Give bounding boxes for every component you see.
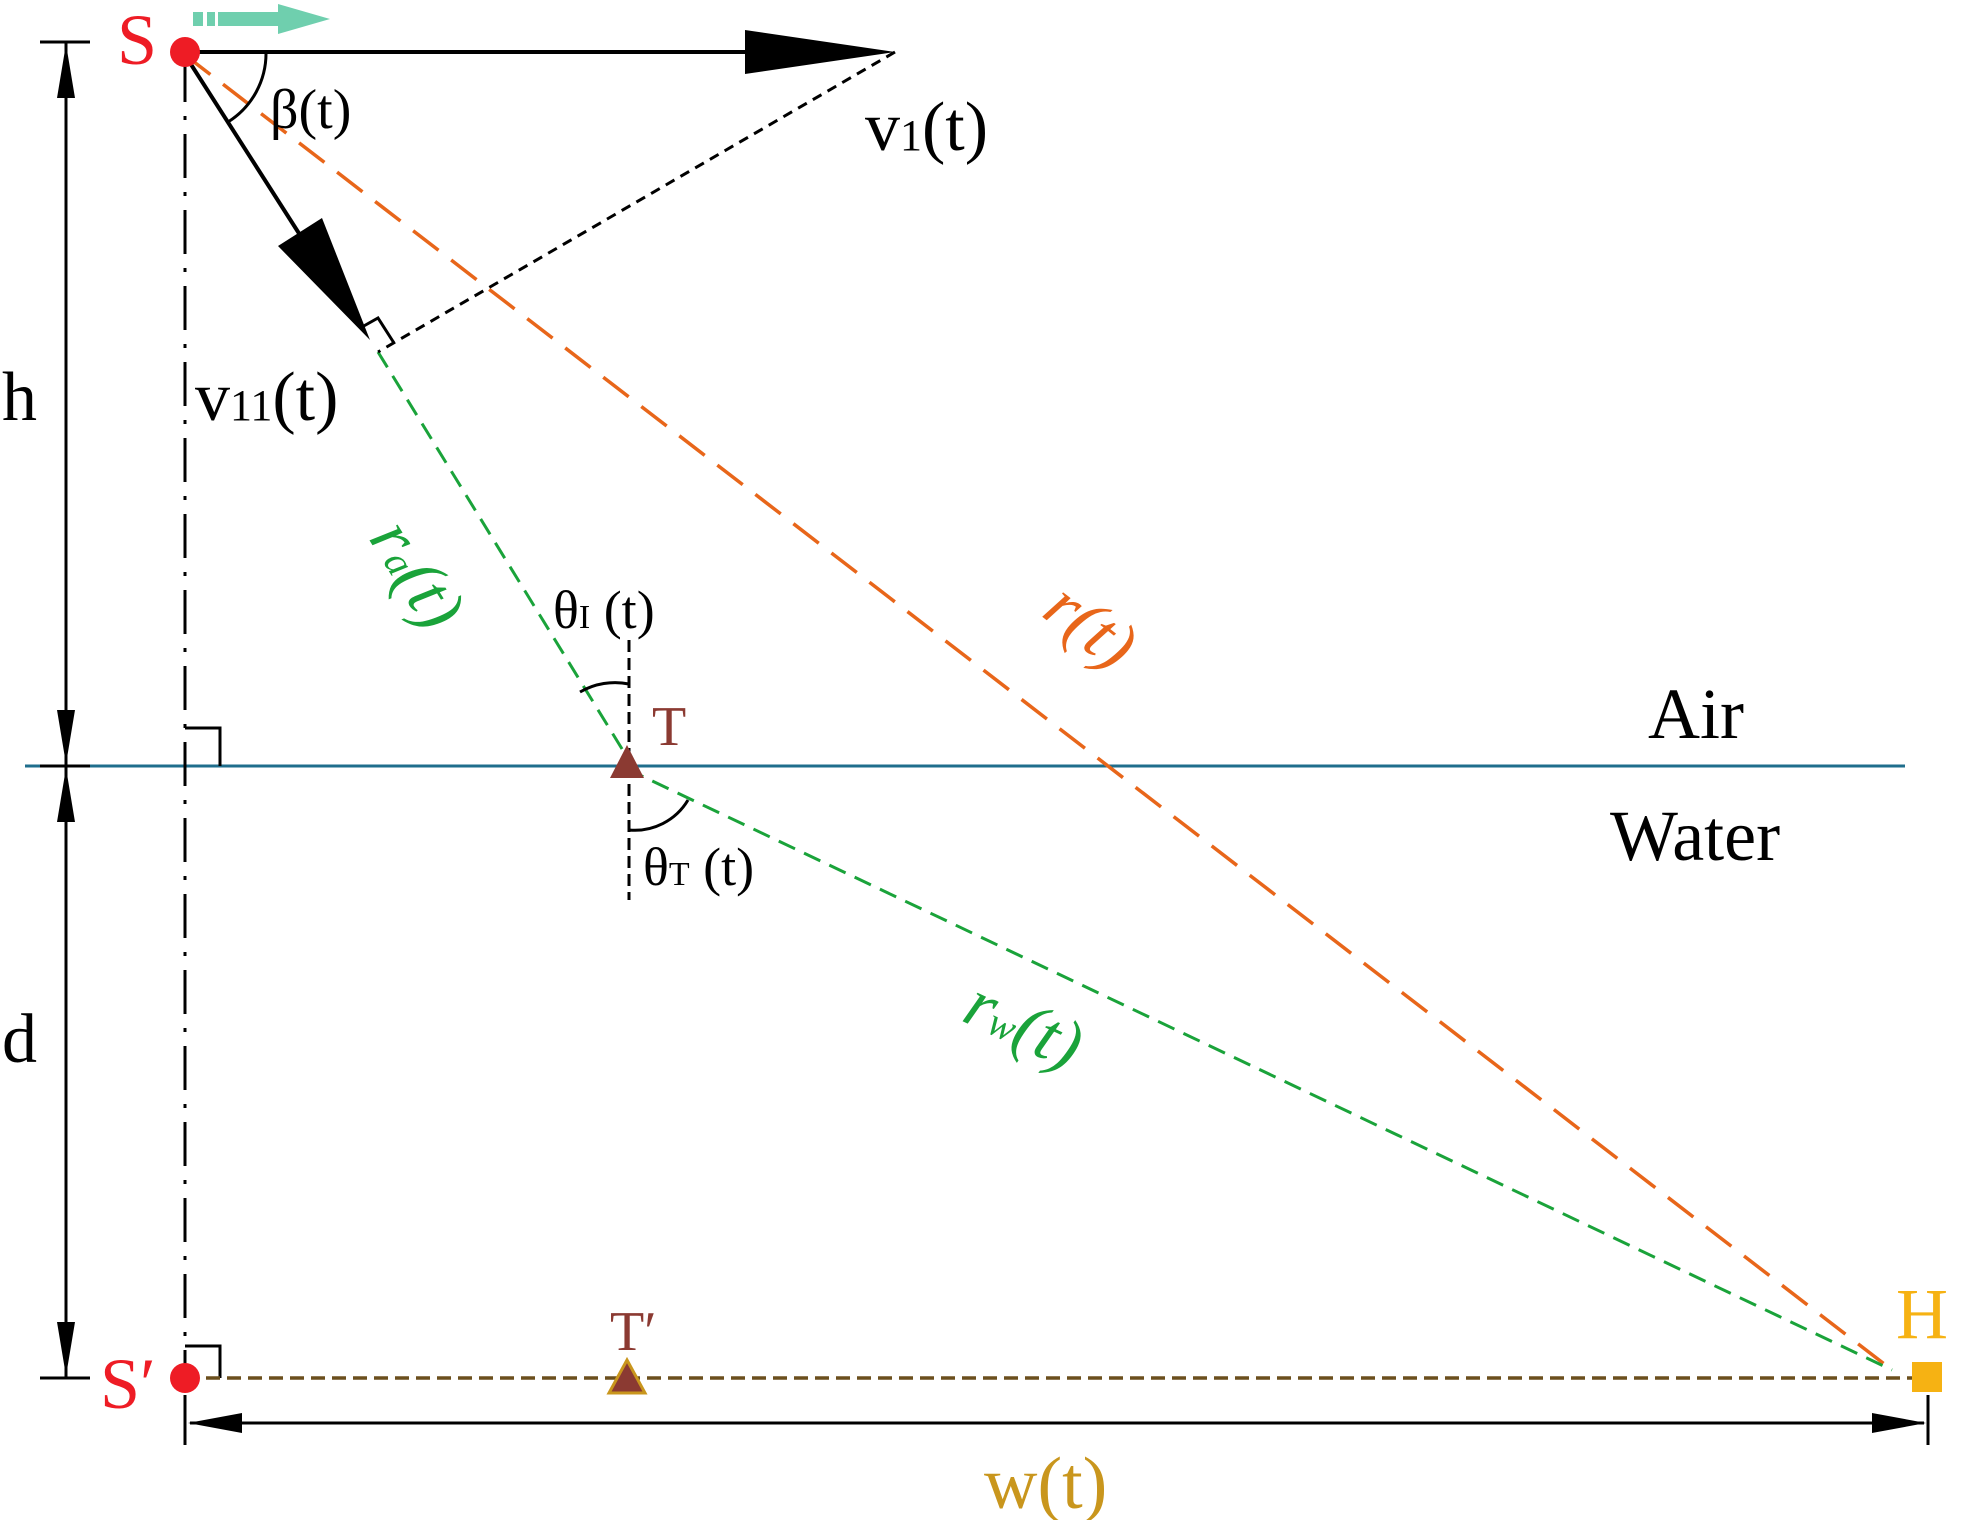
velocity-v11-label: v11(t) [195, 359, 338, 436]
motion-direction-arrow [193, 4, 330, 34]
direct-path-label: r(t) [1030, 567, 1151, 685]
velocity-v11-arrowhead [278, 218, 370, 340]
source-image-label: S′ [100, 1344, 156, 1424]
depth-label: d [2, 1001, 37, 1078]
medium-water-label: Water [1610, 796, 1780, 876]
height-dimension [40, 40, 90, 1380]
height-label: h [2, 359, 37, 436]
transmission-image-marker [606, 1356, 648, 1395]
beta-angle-arc [227, 51, 268, 124]
horizontal-distance-label: w(t) [984, 1443, 1107, 1520]
incidence-angle-label: θI (t) [553, 580, 655, 640]
transmission-point-label: T [652, 696, 686, 758]
refraction-angle-label: θT (t) [643, 837, 754, 897]
air-path-label: ra(t) [354, 506, 479, 643]
source-point [170, 37, 200, 67]
beta-label: β(t) [270, 79, 351, 141]
receiver-label: H [1896, 1274, 1948, 1354]
horizontal-distance-dimension [183, 1395, 1930, 1445]
transmission-image-label: T′ [610, 1301, 656, 1363]
source-image-point [170, 1363, 200, 1393]
velocity-v1-label: v1(t) [865, 89, 988, 166]
right-angle-marker-surface [185, 726, 222, 766]
water-path-line [626, 767, 1893, 1372]
refraction-angle-arc [628, 799, 690, 832]
water-path-label: rw(t) [953, 965, 1094, 1086]
incidence-angle-arc [579, 681, 630, 694]
projection-line [377, 50, 896, 354]
receiver-marker [1912, 1362, 1942, 1392]
velocity-v11-line [183, 53, 302, 237]
right-angle-marker-bottom [185, 1344, 222, 1378]
projection-right-angle [361, 315, 396, 344]
medium-air-label: Air [1648, 674, 1744, 754]
velocity-v1-arrowhead [745, 30, 895, 74]
transmission-point-marker [610, 745, 644, 778]
source-label: S [117, 0, 157, 80]
direct-path-line [183, 53, 1894, 1372]
